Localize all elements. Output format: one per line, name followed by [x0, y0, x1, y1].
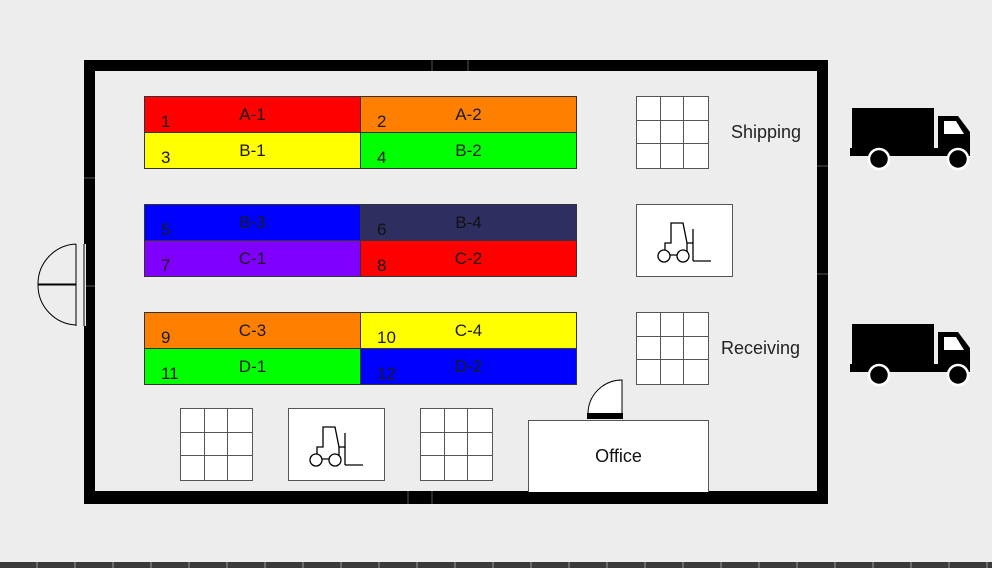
- office-label: Office: [595, 446, 642, 466]
- truck-icon: [850, 108, 970, 171]
- warehouse-wall-top: [84, 60, 828, 71]
- bay-c4[interactable]: 10 C-4: [360, 312, 577, 349]
- bay-number: 5: [161, 220, 171, 239]
- forklift-parking[interactable]: [636, 204, 733, 277]
- bay-c1[interactable]: 7 C-1: [144, 240, 361, 277]
- bay-number: 10: [377, 328, 396, 347]
- truck-icon: [850, 324, 970, 387]
- bay-a1[interactable]: 1 A-1: [144, 96, 361, 133]
- forklift-icon: [657, 222, 711, 263]
- office-room[interactable]: Office: [528, 420, 709, 492]
- bay-number: 1: [161, 112, 171, 131]
- shipping-label: Shipping: [731, 122, 802, 142]
- office-door-icon: [587, 379, 623, 419]
- bay-number: 12: [377, 364, 396, 383]
- bay-label: B-4: [455, 213, 482, 232]
- bay-label: B-2: [455, 141, 482, 160]
- bottom-scroll-strip: [0, 562, 992, 568]
- bay-b2[interactable]: 4 B-2: [360, 132, 577, 169]
- bay-number: 6: [377, 220, 387, 239]
- bay-a2[interactable]: 2 A-2: [360, 96, 577, 133]
- bay-c3[interactable]: 9 C-3: [144, 312, 361, 349]
- receiving-label: Receiving: [721, 338, 801, 358]
- bay-number: 2: [377, 112, 387, 131]
- bay-c2[interactable]: 8 C-2: [360, 240, 577, 277]
- forklift-icon: [309, 426, 363, 467]
- warehouse-wall-left: [84, 60, 95, 504]
- bay-b4[interactable]: 6 B-4: [360, 204, 577, 241]
- bay-label: C-2: [454, 249, 483, 268]
- bay-label: D-2: [454, 357, 483, 376]
- bay-label: C-3: [238, 321, 267, 340]
- warehouse-wall-bottom: [84, 491, 828, 504]
- warehouse-wall-right: [817, 60, 828, 504]
- pallet-rack-icon[interactable]: [180, 408, 253, 481]
- bay-number: 8: [377, 256, 387, 275]
- forklift-parking[interactable]: [288, 408, 385, 481]
- bay-number: 7: [161, 256, 171, 275]
- bay-number: 11: [161, 364, 179, 383]
- pallet-rack-icon[interactable]: [636, 312, 709, 385]
- double-door-icon: [37, 243, 86, 326]
- bay-label: A-2: [455, 105, 482, 124]
- bay-d2[interactable]: 12 D-2: [360, 348, 577, 385]
- bay-number: 9: [161, 328, 171, 347]
- bay-b3[interactable]: 5 B-3: [144, 204, 361, 241]
- bay-label: C-1: [238, 249, 267, 268]
- bay-label: C-4: [454, 321, 483, 340]
- bay-b1[interactable]: 3 B-1: [144, 132, 361, 169]
- bay-label: A-1: [239, 105, 266, 124]
- pallet-rack-icon[interactable]: [636, 96, 709, 169]
- bay-label: B-3: [239, 213, 266, 232]
- bay-number: 4: [377, 148, 387, 167]
- pallet-rack-icon[interactable]: [420, 408, 493, 481]
- bay-label: B-1: [239, 141, 266, 160]
- bay-number: 3: [161, 148, 171, 167]
- bay-label: D-1: [238, 357, 267, 376]
- bay-d1[interactable]: 11 D-1: [144, 348, 361, 385]
